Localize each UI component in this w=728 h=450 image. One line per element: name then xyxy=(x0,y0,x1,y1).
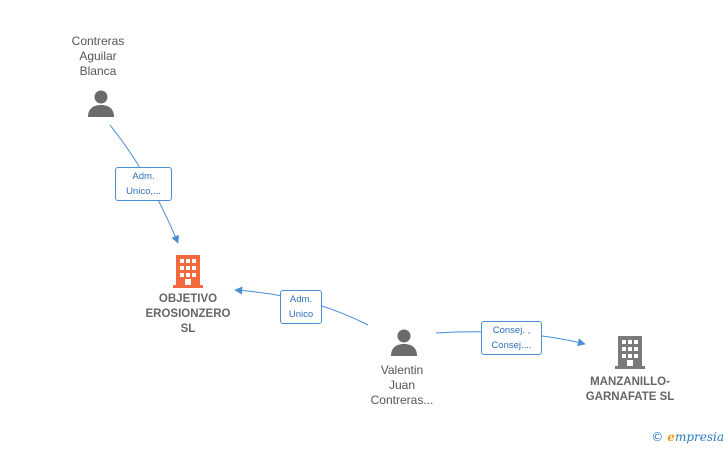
edge-role-line2: Unico xyxy=(288,309,314,320)
person-contreras-label[interactable]: Contreras Aguilar Blanca xyxy=(58,34,138,79)
person-icon[interactable] xyxy=(86,89,116,119)
edge-label-contreras-objetivo[interactable]: Adm. Unico,... xyxy=(115,167,172,201)
company-manzanillo-name-line1: MANZANILLO- xyxy=(590,376,670,388)
edge-role-line1: Adm. xyxy=(289,294,313,305)
person-valentin-name-line3: Contreras... xyxy=(370,393,434,407)
building-icon[interactable] xyxy=(172,253,204,289)
edge-role-line2: Unico,... xyxy=(126,186,161,197)
edge-role-line2: Consej.... xyxy=(491,340,532,351)
company-objetivo-label[interactable]: OBJETIVO EROSIONZERO SL xyxy=(128,292,248,337)
company-objetivo-name-line3: SL xyxy=(180,323,196,335)
company-manzanillo-name-line2: GARNAFATE SL xyxy=(585,391,675,403)
company-objetivo-name-line1: OBJETIVO xyxy=(158,293,218,305)
brand-name: mpresia xyxy=(674,430,724,444)
edge-role-line1: Consej. , xyxy=(492,325,531,336)
person-valentin-label[interactable]: Valentin Juan Contreras... xyxy=(356,363,448,408)
brand-initial: e xyxy=(667,430,675,444)
edge-label-valentin-objetivo[interactable]: Adm. Unico xyxy=(280,290,322,324)
company-manzanillo-label[interactable]: MANZANILLO- GARNAFATE SL xyxy=(570,375,690,405)
person-valentin-name-line1: Valentin xyxy=(380,363,424,377)
person-contreras-name-line1: Contreras xyxy=(71,34,125,48)
person-contreras-name-line2: Aguilar xyxy=(79,49,117,63)
empresia-watermark: ©empresia xyxy=(651,430,724,444)
edge-role-line1: Adm. xyxy=(132,171,155,182)
copyright-symbol: © xyxy=(651,430,664,444)
edge-label-valentin-manzanillo[interactable]: Consej. , Consej.... xyxy=(481,321,542,355)
company-objetivo-name-line2: EROSIONZERO xyxy=(145,308,231,320)
building-icon[interactable] xyxy=(614,334,646,370)
person-valentin-name-line2: Juan xyxy=(388,378,416,392)
person-icon[interactable] xyxy=(389,328,419,358)
person-contreras-name-line3: Blanca xyxy=(79,64,117,78)
